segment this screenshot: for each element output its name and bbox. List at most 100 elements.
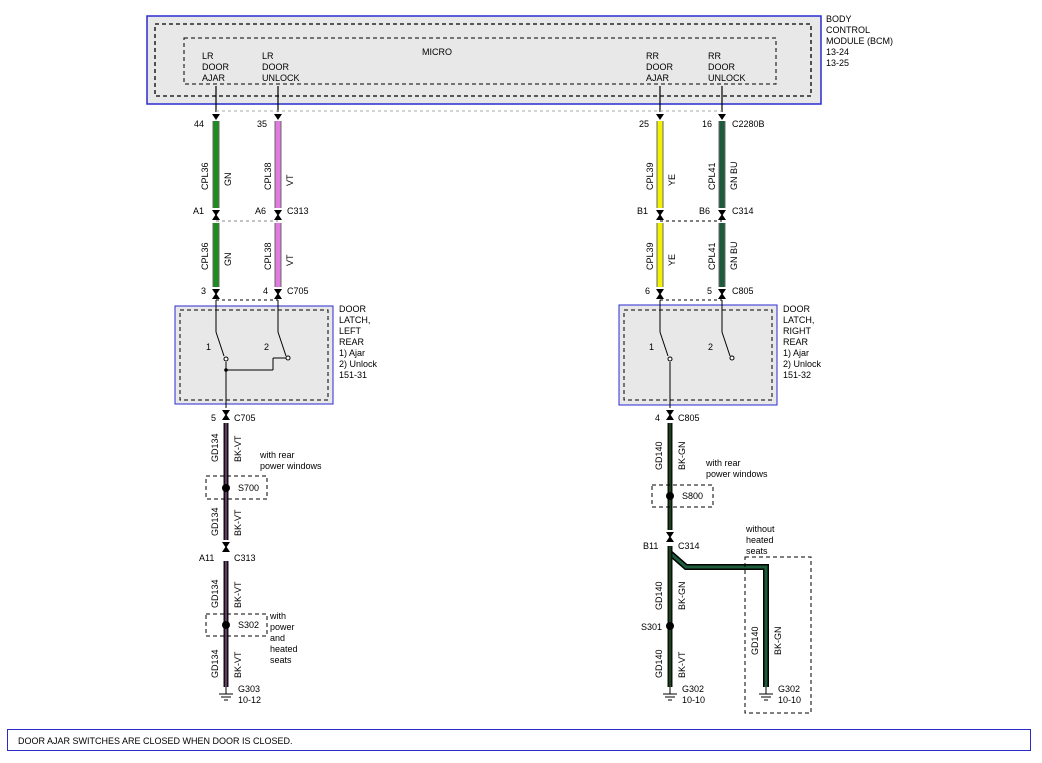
label-gd140-4: GD140 xyxy=(750,626,760,655)
latch-right-sw2-label: 2 xyxy=(708,342,713,352)
splice-s800-box xyxy=(651,484,714,508)
pin-b6: B6 xyxy=(699,206,710,216)
pin-l5: 5 xyxy=(211,413,216,423)
latch-right-dashed xyxy=(623,309,773,401)
ground-g303: G303 10-12 xyxy=(238,684,263,705)
label-cpl41-lower: CPL41 xyxy=(707,242,717,270)
label-vt-lower: VT xyxy=(285,254,295,266)
ground-g302-b: G302 10-10 xyxy=(778,684,803,705)
latch-left-box xyxy=(174,305,334,405)
label-ye-upper: YE xyxy=(667,174,677,186)
pin-b11: B11 xyxy=(643,541,658,551)
wire-outlines-upper xyxy=(212,121,726,208)
latch-left-sw1-contact xyxy=(223,356,229,362)
latch-right-sw1-contact xyxy=(667,356,673,362)
pin-a6: A6 xyxy=(255,206,266,216)
label-gd134-4: GD134 xyxy=(210,649,220,678)
bcm-pin-lr-ajar: LR DOOR AJAR xyxy=(202,51,232,83)
label-bkgn-1: BK-GN xyxy=(677,441,687,470)
bcm-pin-rr-unlock: RR DOOR UNLOCK xyxy=(708,51,746,83)
pin-a11: A11 xyxy=(199,553,214,563)
connector-c805-bottom: C805 xyxy=(678,413,700,423)
label-cpl38-upper: CPL38 xyxy=(263,162,273,190)
option-rear-windows-left: with rear power windows xyxy=(259,450,322,471)
connector-c314: C314 xyxy=(732,206,754,216)
footer-note: DOOR AJAR SWITCHES ARE CLOSED WHEN DOOR … xyxy=(7,729,1031,751)
label-gn-upper: GN xyxy=(223,173,233,187)
label-cpl36-upper: CPL36 xyxy=(200,162,210,190)
latch-right-sw2-contact xyxy=(729,355,735,361)
latch-left-sw2-contact xyxy=(285,355,291,361)
option-power-heated: with power and heated seats xyxy=(269,611,300,665)
label-bkvt-3: BK-VT xyxy=(233,581,243,608)
label-bkvt-1: BK-VT xyxy=(233,435,243,462)
splice-s700-label: S700 xyxy=(238,483,259,493)
latch-left-junction xyxy=(224,368,228,372)
ground-symbol-g303 xyxy=(219,687,233,701)
connector-c2280b: C2280B xyxy=(732,119,765,129)
connector-arrows-a11 xyxy=(222,542,230,552)
label-bkvt-2: BK-VT xyxy=(233,509,243,536)
ground-symbol-g302-a xyxy=(663,687,677,701)
label-gd140-3: GD140 xyxy=(654,649,664,678)
connector-arrows-latch-bottom xyxy=(222,410,674,420)
pin-b1: B1 xyxy=(637,206,648,216)
pin-l4: 4 xyxy=(263,286,268,296)
micro-dashed xyxy=(183,37,777,85)
micro-label: MICRO xyxy=(422,47,452,57)
connector-c705-top: C705 xyxy=(287,286,309,296)
pin-25: 25 xyxy=(639,119,649,129)
connector-arrows-b11 xyxy=(666,532,674,542)
latch-left-sw2-label: 2 xyxy=(264,342,269,352)
label-gd134-2: GD134 xyxy=(210,507,220,536)
splice-s302-box xyxy=(205,613,268,637)
ground-symbol-g302-b xyxy=(759,687,773,701)
latch-right-box xyxy=(618,304,778,406)
label-gd134-1: GD134 xyxy=(210,433,220,462)
label-bkvt-4: BK-VT xyxy=(233,651,243,678)
label-gnbu-lower: GN BU xyxy=(729,241,739,270)
pin-a1: A1 xyxy=(193,206,204,216)
ground-g302-a: G302 10-10 xyxy=(682,684,707,705)
label-gn-lower: GN xyxy=(223,253,233,267)
latch-left-switches xyxy=(215,300,287,408)
label-cpl39-upper: CPL39 xyxy=(645,162,655,190)
label-vt-upper: VT xyxy=(285,174,295,186)
connector-c805-top: C805 xyxy=(732,286,754,296)
splice-s800 xyxy=(666,492,674,500)
label-cpl38-lower: CPL38 xyxy=(263,242,273,270)
label-gd134-3: GD134 xyxy=(210,579,220,608)
pin-r4: 4 xyxy=(655,413,660,423)
connector-c314-gnd: C314 xyxy=(678,541,700,551)
splice-s302 xyxy=(222,621,230,629)
label-cpl41-upper: CPL41 xyxy=(707,162,717,190)
bcm-pin-lr-unlock: LR DOOR UNLOCK xyxy=(262,51,300,83)
pin-35: 35 xyxy=(257,119,267,129)
bcm-pin-rr-ajar: RR DOOR AJAR xyxy=(646,51,676,83)
label-gd140-2: GD140 xyxy=(654,581,664,610)
splice-s800-label: S800 xyxy=(682,491,703,501)
label-bkgn-2: BK-GN xyxy=(677,581,687,610)
latch-right-switches xyxy=(659,300,731,408)
label-gnbu-upper: GN BU xyxy=(729,161,739,190)
wire-gd140-branch xyxy=(669,551,768,687)
latch-left-label: DOOR LATCH, LEFT REAR 1) Ajar 2) Unlock … xyxy=(339,304,380,380)
pin-r5: 5 xyxy=(707,286,712,296)
label-ye-lower: YE xyxy=(667,254,677,266)
connector-arrows-c313-c314 xyxy=(212,210,726,220)
connector-c313: C313 xyxy=(287,206,309,216)
latch-right-sw1-label: 1 xyxy=(649,342,654,352)
option-without-heated: without heated seats xyxy=(745,524,777,556)
label-gd140-1: GD140 xyxy=(654,441,664,470)
label-bkvt-right: BK-VT xyxy=(677,651,687,678)
wire-outlines-lower xyxy=(212,223,726,287)
splice-s700 xyxy=(222,484,230,492)
splice-s301 xyxy=(666,622,674,630)
connector-arrows-c705-c805 xyxy=(212,289,726,299)
splice-s302-label: S302 xyxy=(238,620,259,630)
connector-c705-bottom: C705 xyxy=(234,413,256,423)
bcm-pin-arrows xyxy=(212,114,726,120)
latch-left-sw1-label: 1 xyxy=(206,342,211,352)
label-cpl39-lower: CPL39 xyxy=(645,242,655,270)
